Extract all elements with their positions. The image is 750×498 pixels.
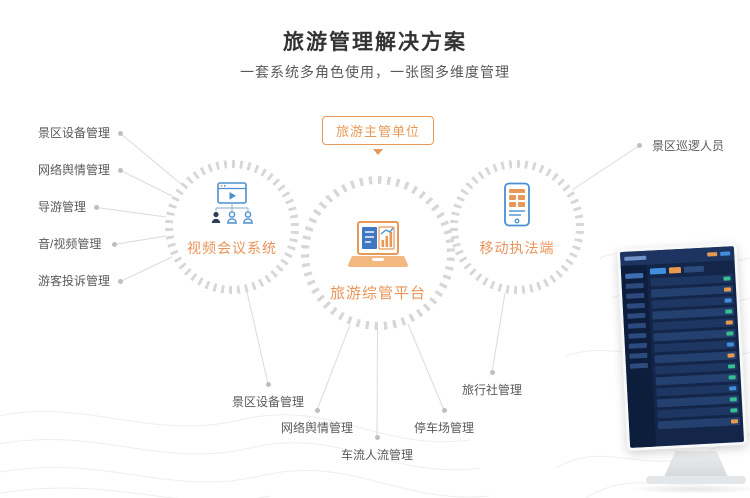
arrow-down-icon [373,149,383,155]
mobile-terminal-icon [499,182,535,233]
callout-patrol-staff: 景区巡逻人员 [652,139,725,153]
video-conference-icon [208,182,256,231]
node-label-video-conference: 视频会议系统 [187,240,277,256]
callout-public-opinion-bottom: 网络舆情管理 [281,421,354,435]
dashboard-row [651,296,734,309]
callout-complaints: 游客投诉管理 [38,274,111,288]
connector-dot [375,435,380,440]
dashboard-row [652,318,735,331]
callout-public-opinion-left: 网络舆情管理 [38,163,111,177]
connector-dot [112,242,117,247]
dashboard-row [650,285,734,298]
dashboard-row [655,373,738,386]
dashboard-row [657,417,741,430]
callout-travel-agency: 旅行社管理 [462,383,523,397]
callout-equipment-left: 景区设备管理 [38,126,111,140]
dashboard-preview [616,242,750,498]
connector-dot [315,408,320,413]
circle-video-conference: 视频会议系统 [165,160,299,294]
monitor-shadow [626,484,750,494]
monitor-base [646,476,746,484]
dashboard-row [653,340,737,353]
monitor-stand [664,451,728,477]
connector-dot [490,370,495,375]
dashboard-row [654,362,738,375]
dashboard-row [656,395,740,408]
node-label-tourism-platform: 旅游综管平台 [329,285,426,302]
dashboard-content [647,260,745,451]
callout-tour-guide: 导游管理 [38,200,87,214]
connector-dot [118,279,123,284]
dashboard-row [656,384,739,397]
connector-dot [118,131,123,136]
circle-mobile-terminal: 移动执法端 [450,160,584,294]
connector-dot [442,408,447,413]
top-badge: 旅游主管单位 [321,116,435,145]
connector-dot [266,382,271,387]
node-label-mobile-terminal: 移动执法端 [479,240,555,256]
page-title: 旅游管理解决方案 [283,31,467,54]
callout-audio-video: 音/视频管理 [38,237,102,251]
callout-parking: 停车场管理 [414,421,475,435]
dashboard-row [657,406,740,419]
connector-dot [118,168,123,173]
page-subtitle: 一套系统多角色使用，一张图多维度管理 [240,64,510,80]
dashboard-row [650,274,733,287]
dashboard-toolbar [649,264,732,275]
circle-tourism-platform: 旅游综管平台 [301,176,455,330]
laptop-chart-icon [345,220,411,277]
dashboard-row [654,351,737,364]
callout-equipment-bottom: 景区设备管理 [232,395,305,409]
dashboard-row [652,307,735,320]
callout-traffic-flow: 车流人流管理 [341,448,414,462]
connector-dot [94,205,99,210]
connector-dot [637,143,642,148]
dashboard-row [653,329,736,342]
dashboard-screen [616,242,748,452]
